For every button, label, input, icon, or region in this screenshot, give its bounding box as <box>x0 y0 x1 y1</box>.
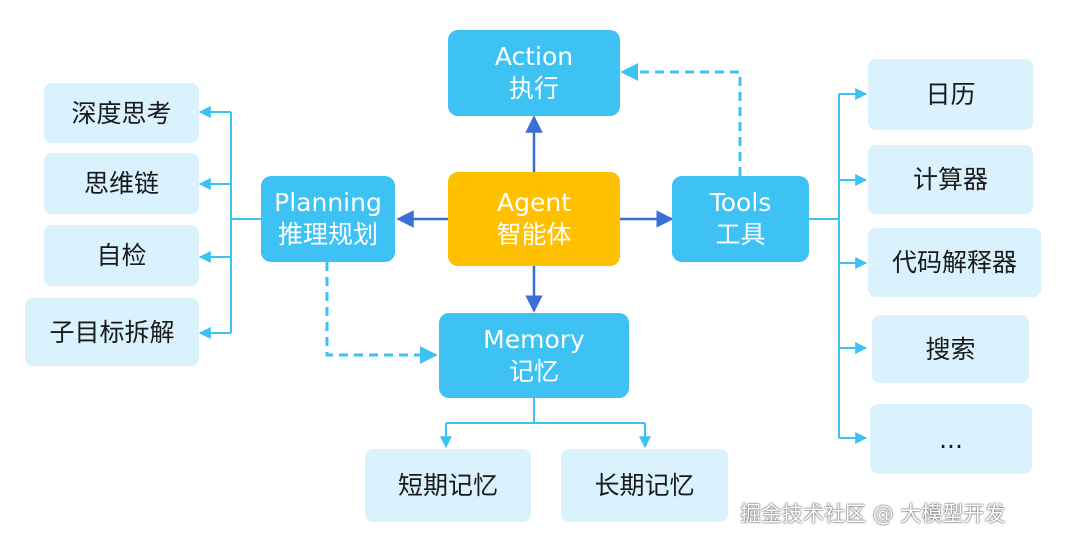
planning-item-subgoal-decomposition: 子目标拆解 <box>25 298 199 366</box>
planning-item-self-check: 自检 <box>44 225 199 286</box>
edge-tools-action-dashed <box>620 63 742 176</box>
agent-node-en: Agent <box>497 188 571 217</box>
agent-node: Agent 智能体 <box>448 172 620 266</box>
planning-node: Planning 推理规划 <box>261 176 395 262</box>
planning-node-zh: 推理规划 <box>277 220 378 249</box>
action-node-zh: 执行 <box>508 74 559 103</box>
tools-item-code-interpreter: 代码解释器 <box>868 228 1041 297</box>
tools-item-calculator: 计算器 <box>868 145 1033 214</box>
tools-item-search: 搜索 <box>872 315 1029 383</box>
agent-node-zh: 智能体 <box>496 220 572 249</box>
planning-item-chain-of-thought: 思维链 <box>44 153 199 214</box>
edge-planning-memory-dashed <box>325 262 438 364</box>
memory-node-zh: 记忆 <box>508 356 559 386</box>
tools-item-calendar: 日历 <box>868 59 1033 130</box>
action-node: Action 执行 <box>448 30 620 116</box>
memory-item-long-term: 长期记忆 <box>561 449 728 522</box>
memory-node: Memory 记忆 <box>439 313 629 398</box>
memory-item-short-term: 短期记忆 <box>365 449 531 522</box>
tools-item-more: ... <box>870 404 1032 474</box>
planning-item-deep-thinking: 深度思考 <box>44 83 199 143</box>
tools-node-zh: 工具 <box>715 220 766 249</box>
tools-node: Tools 工具 <box>672 176 809 262</box>
action-node-en: Action <box>494 42 574 71</box>
memory-node-en: Memory <box>483 324 585 354</box>
planning-node-en: Planning <box>274 188 382 217</box>
watermark: 掘金技术社区 @ 大模型开发 <box>740 502 1006 526</box>
tools-node-en: Tools <box>709 188 772 217</box>
